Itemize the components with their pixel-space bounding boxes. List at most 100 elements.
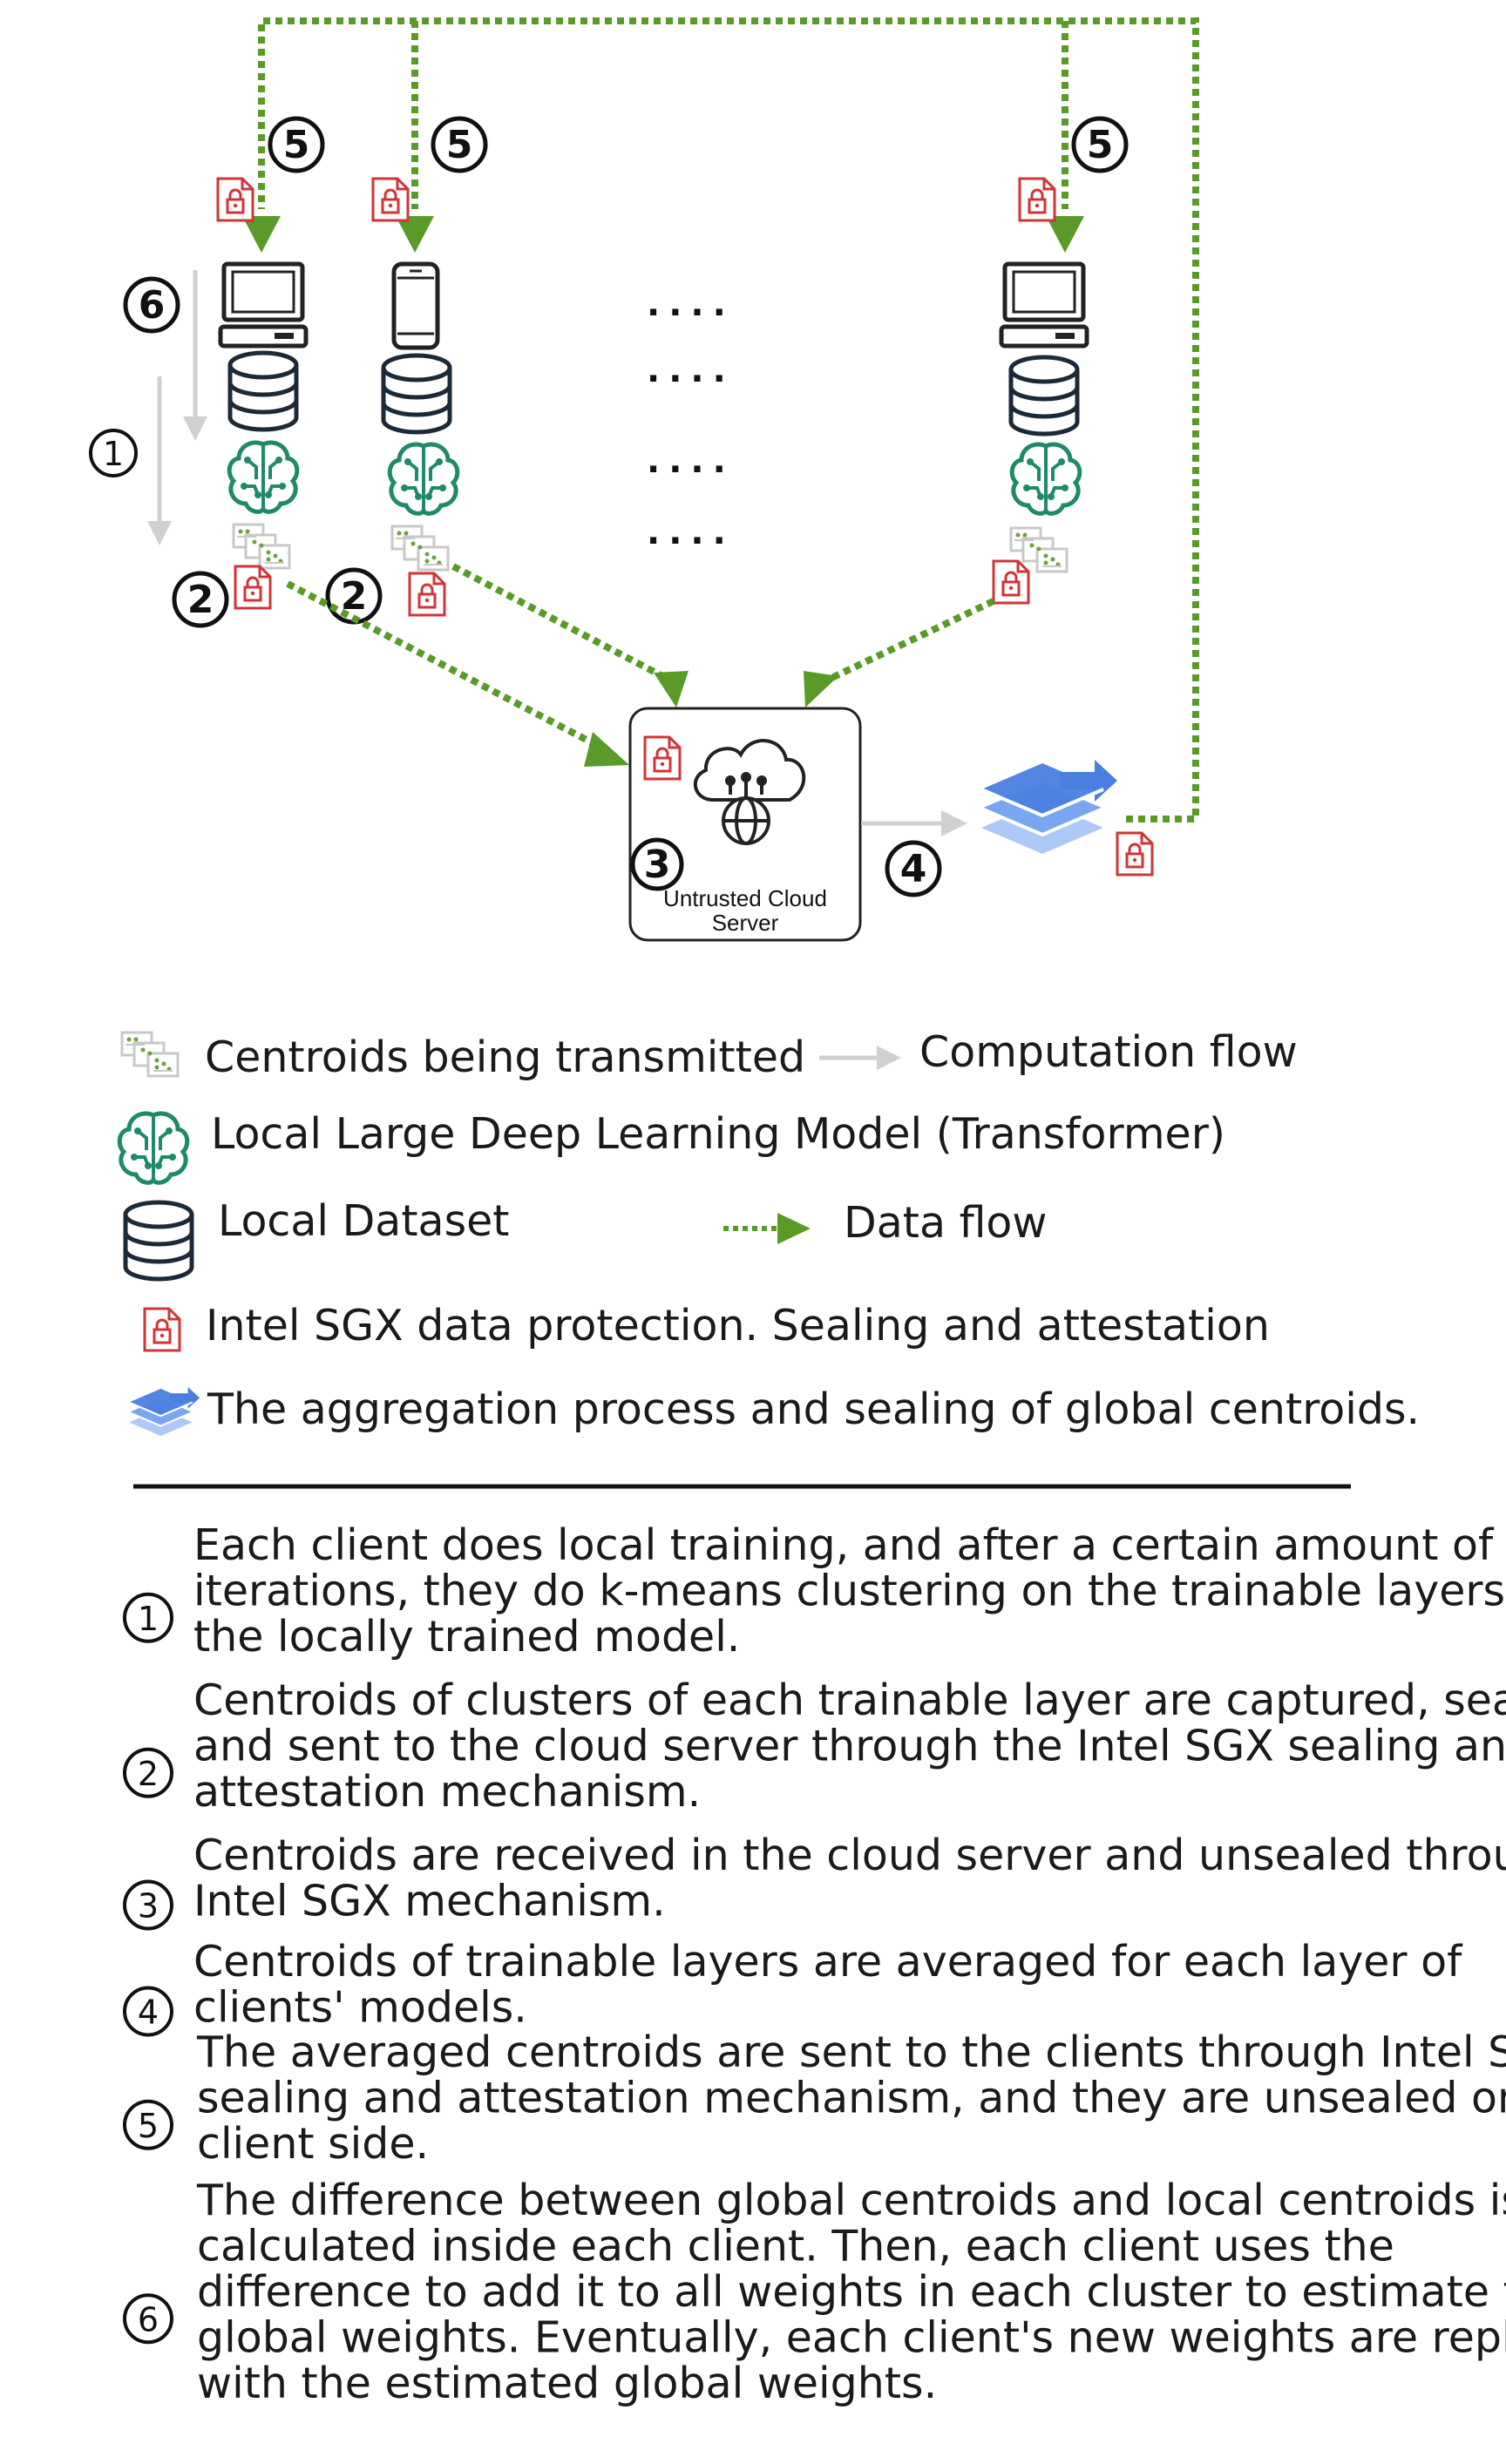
step-3: 3 Centroids are received in the cloud ser… — [123, 1831, 1506, 1931]
database-icon — [1011, 357, 1077, 434]
step-marker-text: 5 — [283, 123, 310, 167]
centroids-icon — [390, 525, 450, 572]
data-flow-arrowheads — [242, 216, 1084, 253]
step-number-circle — [123, 2099, 173, 2150]
step-text-line: Centroids of trainable layers are averag… — [193, 1937, 1463, 1987]
svg-text:Local Large Deep Learning Mode: Local Large Deep Learning Model (Transfo… — [211, 1109, 1225, 1159]
step-text-line: the locally trained model. — [193, 1612, 740, 1662]
upload-arrowheads — [584, 671, 838, 767]
step-1: 1 Each client does local training, and af… — [123, 1520, 1506, 1662]
step-text-line: Centroids of clusters of each trainable … — [193, 1675, 1506, 1725]
step-number: 2 — [138, 1755, 159, 1793]
step-descriptions: 1 Each client does local training, and af… — [123, 1520, 1506, 2408]
centroids-icon — [232, 523, 291, 570]
sgx-lock-icon — [1116, 831, 1154, 877]
server-label-line-1: Untrusted Cloud — [663, 885, 827, 911]
centroids-upload-flow — [286, 563, 995, 751]
step-marker-5-middle: 5 — [433, 118, 485, 171]
svg-text:Computation flow: Computation flow — [919, 1027, 1298, 1077]
step-text-line: sealing and attestation mechanism, and t… — [197, 2074, 1506, 2123]
server-to-aggregation-flow — [861, 810, 967, 836]
aggregation-stack-icon — [127, 1385, 201, 1438]
client-n — [992, 264, 1087, 605]
step-text-line: attestation mechanism. — [193, 1767, 701, 1817]
step-text-line: and sent to the cloud server through the… — [193, 1722, 1506, 1771]
step-marker-text: 5 — [1087, 123, 1114, 167]
sgx-lock-icon — [371, 177, 410, 222]
step-text-line: The difference between global centroids … — [196, 2176, 1506, 2225]
step-text-line: The averaged centroids are sent to the c… — [196, 2027, 1506, 2077]
svg-text:Data flow: Data flow — [844, 1198, 1048, 1248]
svg-text:Centroids being transmitted: Centroids being transmitted — [205, 1032, 805, 1082]
step-5: 5 The averaged centroids are sent to the … — [123, 2027, 1506, 2169]
step-marker-text: 1 — [103, 435, 124, 473]
legend-data-flow: Data flow — [723, 1198, 1048, 1248]
cloud-globe-icon — [693, 739, 806, 845]
step-marker-5-right: 5 — [1074, 118, 1126, 171]
step-marker-text: 2 — [187, 578, 214, 622]
client-2 — [383, 264, 458, 617]
brain-chip-icon — [119, 1114, 187, 1182]
step-marker-6: 6 — [126, 279, 178, 331]
step-2: 2 Centroids of clusters of each trainable… — [123, 1675, 1506, 1817]
step-number: 4 — [138, 1994, 159, 2032]
legend: Centroids being transmitted Computation … — [119, 1027, 1420, 1438]
svg-text:Intel SGX data protection. Sea: Intel SGX data protection. Sealing and a… — [206, 1301, 1270, 1350]
sgx-lock-icon — [216, 177, 254, 222]
step-number-circle — [123, 2293, 173, 2345]
svg-text:Local Dataset: Local Dataset — [218, 1196, 509, 1246]
step-marker-text: 6 — [139, 283, 166, 328]
phone-icon — [394, 264, 438, 348]
legend-model: Local Large Deep Learning Model (Transfo… — [119, 1109, 1225, 1182]
legend-sgx: Intel SGX data protection. Sealing and a… — [143, 1301, 1270, 1352]
database-icon — [230, 353, 296, 430]
sgx-lock-icon — [408, 572, 446, 617]
step-number: 1 — [138, 1600, 159, 1638]
brain-chip-icon — [1012, 444, 1080, 513]
step-number-circle — [123, 1986, 173, 2037]
step-text-line: iterations, they do k-means clustering o… — [193, 1567, 1506, 1616]
svg-text:....: .... — [647, 441, 735, 481]
legend-centroids: Centroids being transmitted — [120, 1031, 805, 1082]
database-icon — [383, 355, 450, 432]
laptop-icon — [220, 264, 306, 346]
laptop-icon — [1001, 264, 1087, 346]
step-number: 3 — [138, 1887, 159, 1926]
step-marker-1: 1 — [89, 429, 138, 477]
step-4: 4 Centroids of trainable layers are avera… — [123, 1937, 1463, 2037]
computation-flow-arrowheads — [147, 416, 207, 545]
sgx-lock-icon — [143, 1307, 181, 1352]
svg-text:....: .... — [647, 512, 735, 552]
aggregation-stack-icon — [980, 758, 1119, 856]
step-text-line: Intel SGX mechanism. — [193, 1877, 666, 1926]
step-marker-text: 5 — [446, 123, 473, 167]
step-text-line: client side. — [197, 2119, 429, 2169]
step-text-line: calculated inside each client. Then, eac… — [197, 2222, 1394, 2271]
step-marker-2-left: 2 — [174, 573, 227, 626]
step-marker-3: 3 — [630, 837, 684, 891]
step-marker-5-left: 5 — [270, 118, 322, 171]
step-marker-text: 4 — [900, 847, 927, 891]
legend-aggregation: The aggregation process and sealing of g… — [127, 1384, 1420, 1438]
step-number-circle — [123, 1592, 173, 1643]
step-text-line: with the estimated global weights. — [197, 2359, 937, 2408]
more-clients-ellipsis: .... .... .... .... — [647, 284, 735, 552]
legend-dataset: Local Dataset — [126, 1196, 509, 1279]
step-text-line: Centroids are received in the cloud serv… — [193, 1831, 1506, 1880]
svg-text:The aggregation process and se: The aggregation process and sealing of g… — [207, 1384, 1420, 1434]
sgx-lock-icon — [643, 735, 682, 781]
computation-flow-left — [157, 270, 198, 523]
step-number: 5 — [138, 2107, 159, 2145]
step-number-circle — [123, 1747, 173, 1798]
server-label-line-2: Server — [712, 910, 779, 936]
step-text-line: Each client does local training, and aft… — [193, 1520, 1495, 1570]
step-marker-text: 3 — [644, 843, 671, 887]
svg-text:....: .... — [647, 350, 735, 390]
sgx-lock-icon — [992, 559, 1030, 605]
untrusted-cloud-server: Untrusted Cloud Server 3 — [628, 707, 862, 942]
database-icon — [126, 1202, 192, 1279]
step-text-line: clients' models. — [193, 1983, 527, 2033]
svg-text:....: .... — [647, 284, 735, 324]
